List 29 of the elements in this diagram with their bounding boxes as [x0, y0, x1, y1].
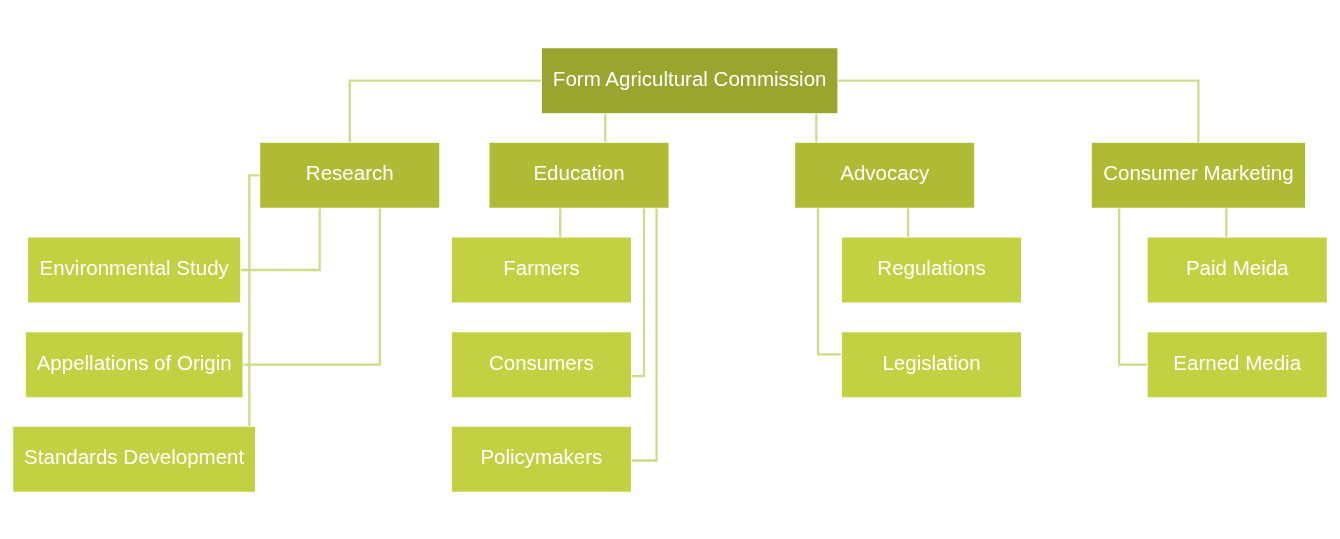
- node-box: Legislation: [840, 330, 1023, 398]
- connector: [815, 113, 818, 142]
- connector: [248, 173, 260, 426]
- connector: [631, 207, 646, 377]
- node-box: Appellations of Origin: [24, 330, 244, 398]
- connector: [604, 113, 607, 142]
- connector: [1225, 207, 1228, 237]
- node-box: Regulations: [840, 235, 1023, 304]
- node-box: Standards Development: [12, 425, 257, 493]
- node-box: Paid Meida: [1146, 235, 1328, 304]
- connector: [243, 208, 381, 366]
- node-box: Consumers: [450, 330, 633, 398]
- connector: [816, 208, 841, 356]
- connector: [631, 208, 658, 462]
- node-box: Advocacy: [794, 141, 976, 209]
- node-box: Form Agricultural Commission: [540, 46, 839, 114]
- node-box: Earned Media: [1146, 330, 1328, 398]
- connector: [907, 207, 910, 237]
- node-box: Education: [488, 141, 670, 209]
- node-box: Environmental Study: [26, 235, 242, 304]
- node-box: Farmers: [450, 235, 633, 304]
- connector: [559, 207, 562, 237]
- node-box: Consumer Marketing: [1090, 141, 1307, 209]
- connector: [348, 79, 542, 142]
- node-box: Research: [259, 141, 441, 209]
- connector: [838, 79, 1200, 142]
- node-box: Policymakers: [450, 425, 633, 493]
- connector: [1118, 208, 1147, 366]
- connector: [241, 207, 321, 271]
